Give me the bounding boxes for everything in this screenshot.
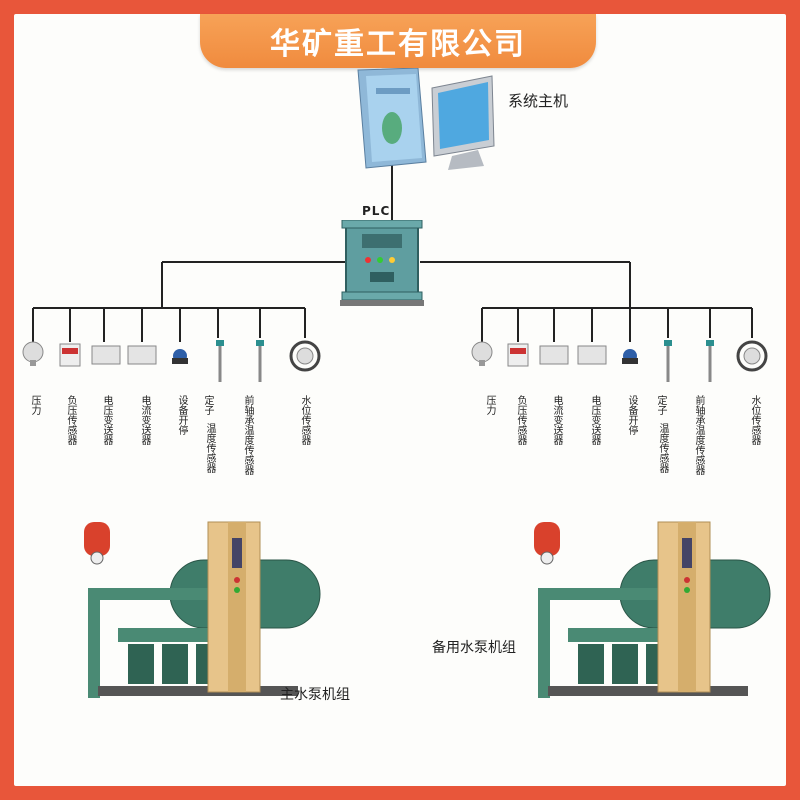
plc-label: PLC bbox=[362, 204, 391, 218]
sensor-label: 电流变送器 bbox=[139, 395, 150, 445]
voltage-transmitter-icon bbox=[577, 345, 607, 365]
pressure-sensor-icon bbox=[471, 341, 493, 366]
sensor-label: 温度传感器 bbox=[657, 423, 668, 473]
negative-pressure-sensor-icon bbox=[507, 343, 529, 367]
plc-cabinet-icon bbox=[340, 220, 424, 306]
sensor-label: 负压传感器 bbox=[515, 395, 526, 445]
host-computer-icon bbox=[357, 68, 495, 170]
main-pump-unit-icon bbox=[84, 521, 321, 698]
sensor-label: 水位传感器 bbox=[749, 395, 760, 445]
backup-pump-label: 备用水泵机组 bbox=[432, 640, 516, 656]
main-pump-label: 主水泵机组 bbox=[280, 687, 350, 703]
stator-temperature-sensor-icon bbox=[216, 340, 224, 382]
sensor-label: 前轴承温度传感器 bbox=[693, 395, 704, 475]
voltage-transmitter-icon bbox=[91, 345, 121, 365]
backup-pump-unit-icon bbox=[534, 521, 771, 698]
sensor-label: 定子 bbox=[655, 395, 666, 415]
current-transmitter-icon bbox=[127, 345, 157, 365]
sensor-icons-right bbox=[471, 340, 768, 382]
bearing-temperature-sensor-icon bbox=[256, 340, 264, 382]
host-label: 系统主机 bbox=[508, 92, 569, 110]
stator-temperature-sensor-icon bbox=[664, 340, 672, 382]
sensor-icons-left bbox=[22, 340, 321, 382]
company-banner: 华矿重工有限公司 bbox=[200, 14, 596, 68]
sensor-label: 水位传感器 bbox=[299, 395, 310, 445]
current-transmitter-icon bbox=[539, 345, 569, 365]
company-title: 华矿重工有限公司 bbox=[270, 27, 526, 62]
bearing-temperature-sensor-icon bbox=[706, 340, 714, 382]
sensor-label: 设备开停 bbox=[176, 395, 187, 435]
sensor-label: 电流变送器 bbox=[551, 395, 562, 445]
water-level-sensor-icon bbox=[736, 340, 768, 372]
switch-sensor-icon bbox=[172, 349, 188, 364]
sensor-label: 电压变送器 bbox=[101, 395, 112, 445]
sensor-label: 设备开停 bbox=[626, 395, 637, 435]
pressure-sensor-icon bbox=[22, 341, 44, 366]
sensor-label: 电压变送器 bbox=[589, 395, 600, 445]
sensor-label: 压力 bbox=[484, 395, 495, 415]
sensor-label: 前轴承温度传感器 bbox=[242, 395, 253, 475]
sensor-label: 负压传感器 bbox=[65, 395, 76, 445]
sensor-label: 温度传感器 bbox=[204, 423, 215, 473]
negative-pressure-sensor-icon bbox=[59, 343, 81, 367]
switch-sensor-icon bbox=[622, 349, 638, 364]
sensor-label: 定子 bbox=[202, 395, 213, 415]
sensor-label: 压力 bbox=[29, 395, 40, 415]
water-level-sensor-icon bbox=[289, 340, 321, 372]
